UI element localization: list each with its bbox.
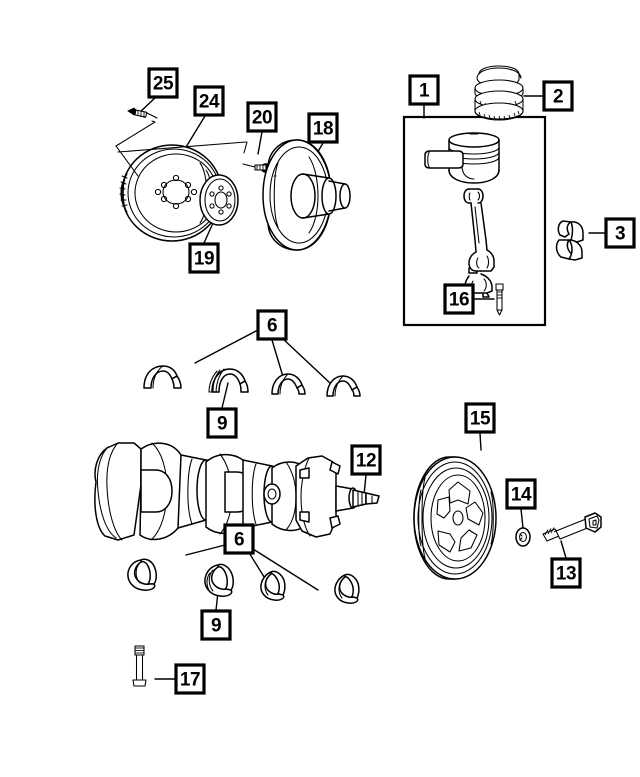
assembly-group-frame [402,115,547,327]
main-bearing-cap-bolt [132,645,147,687]
callout-9-upper[interactable]: 9 [206,407,238,439]
crankshaft-pulley-vibration-damper [413,456,497,580]
svg-text:20: 20 [252,108,272,129]
connecting-rod-bolt [495,283,504,316]
flexplate-bolt-guides [115,120,248,177]
svg-text:25: 25 [153,74,174,95]
main-bearing-lower-3 [260,570,286,601]
main-bearing-upper-3 [271,373,306,395]
callout-6-lower[interactable]: 6 [223,523,255,555]
svg-text:9: 9 [217,414,227,435]
svg-text:17: 17 [180,670,200,691]
svg-text:16: 16 [449,290,469,311]
pulley-bolt [542,512,602,542]
crankshaft [94,442,380,541]
flexplate [119,144,223,242]
thrust-bearing-lower [204,563,234,597]
svg-text:1: 1 [419,81,430,102]
svg-text:12: 12 [356,451,376,472]
callout-17[interactable]: 17 [174,663,206,695]
callout-20[interactable]: 20 [246,101,278,133]
piston-wrist-pin [424,150,464,169]
svg-text:13: 13 [556,564,576,585]
svg-text:6: 6 [267,316,277,337]
drive-plate-spacer [199,174,239,226]
svg-text:18: 18 [313,119,333,140]
callout-1[interactable]: 1 [408,74,440,106]
svg-text:3: 3 [615,224,625,245]
connecting-rod [463,188,495,274]
main-bearing-lower-1 [127,558,157,591]
svg-text:19: 19 [194,249,214,270]
callout-19[interactable]: 19 [188,242,220,274]
piston-ring-set [474,65,524,121]
svg-text:9: 9 [211,616,221,637]
callout-9-lower[interactable]: 9 [200,609,232,641]
callout-12[interactable]: 12 [350,444,382,476]
callout-14[interactable]: 14 [505,478,537,510]
flexplate-bolt [127,107,158,119]
callout-6-upper[interactable]: 6 [256,309,288,341]
torque-converter-drive-hub [262,139,351,251]
callout-15[interactable]: 15 [464,402,496,434]
callout-2[interactable]: 2 [542,80,574,112]
piston [448,132,500,184]
callout-16[interactable]: 16 [443,283,475,315]
pulley-washer [515,527,531,547]
svg-text:2: 2 [553,87,563,108]
callout-24[interactable]: 24 [193,85,225,117]
connecting-rod-bearing-halves [555,220,584,261]
main-bearing-upper-1 [143,365,182,389]
svg-text:15: 15 [470,409,491,430]
main-bearing-lower-4 [334,573,360,604]
main-bearing-upper-4 [326,375,361,397]
callout-18[interactable]: 18 [307,112,339,144]
thrust-bearing-upper [208,368,249,393]
callout-13[interactable]: 13 [550,557,582,589]
callout-3[interactable]: 3 [604,217,636,249]
svg-text:24: 24 [199,92,220,113]
callout-25[interactable]: 25 [147,67,179,99]
svg-text:6: 6 [234,530,244,551]
svg-text:14: 14 [511,485,532,506]
